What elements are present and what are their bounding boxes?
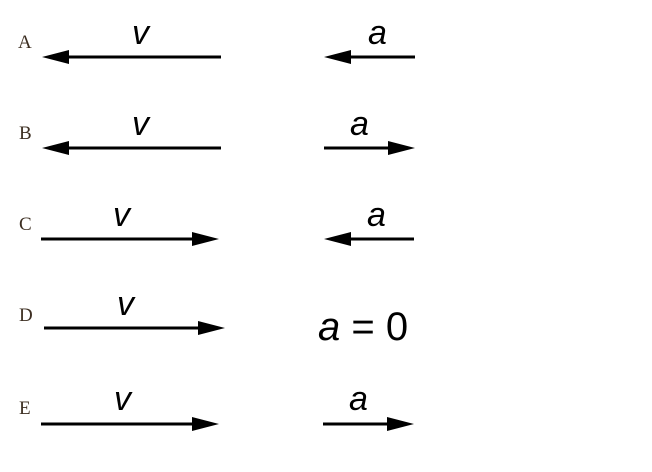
option-b-velocity-symbol: v bbox=[132, 105, 149, 143]
option-c-label: C bbox=[19, 214, 32, 235]
option-a-acceleration-symbol: a bbox=[368, 14, 387, 52]
option-a-velocity-arrow bbox=[42, 50, 221, 64]
option-e-acceleration-symbol: a bbox=[349, 380, 368, 418]
option-d-equals-zero: = 0 bbox=[340, 305, 409, 349]
option-d-acceleration-symbol: a bbox=[318, 305, 341, 349]
option-a-acceleration-arrow bbox=[324, 50, 415, 64]
option-c-acceleration-arrow bbox=[324, 232, 414, 246]
option-e-velocity-arrow bbox=[41, 417, 219, 431]
option-b-velocity-arrow bbox=[42, 141, 221, 155]
option-a-velocity-symbol: v bbox=[132, 14, 149, 52]
option-d-velocity-symbol: v bbox=[117, 285, 134, 323]
option-b-label: B bbox=[19, 123, 32, 144]
option-e-acceleration-arrow bbox=[323, 417, 414, 431]
option-e-velocity-symbol: v bbox=[114, 380, 131, 418]
option-d-acceleration-zero: a = 0 bbox=[318, 307, 408, 347]
option-d-velocity-arrow bbox=[44, 321, 225, 335]
option-c-velocity-symbol: v bbox=[113, 196, 130, 234]
option-c-velocity-arrow bbox=[41, 232, 219, 246]
option-c-acceleration-symbol: a bbox=[367, 196, 386, 234]
option-a-label: A bbox=[18, 32, 32, 53]
option-e-label: E bbox=[19, 398, 31, 419]
option-b-acceleration-arrow bbox=[324, 141, 415, 155]
option-b-acceleration-symbol: a bbox=[350, 105, 369, 143]
option-d-label: D bbox=[19, 305, 33, 326]
